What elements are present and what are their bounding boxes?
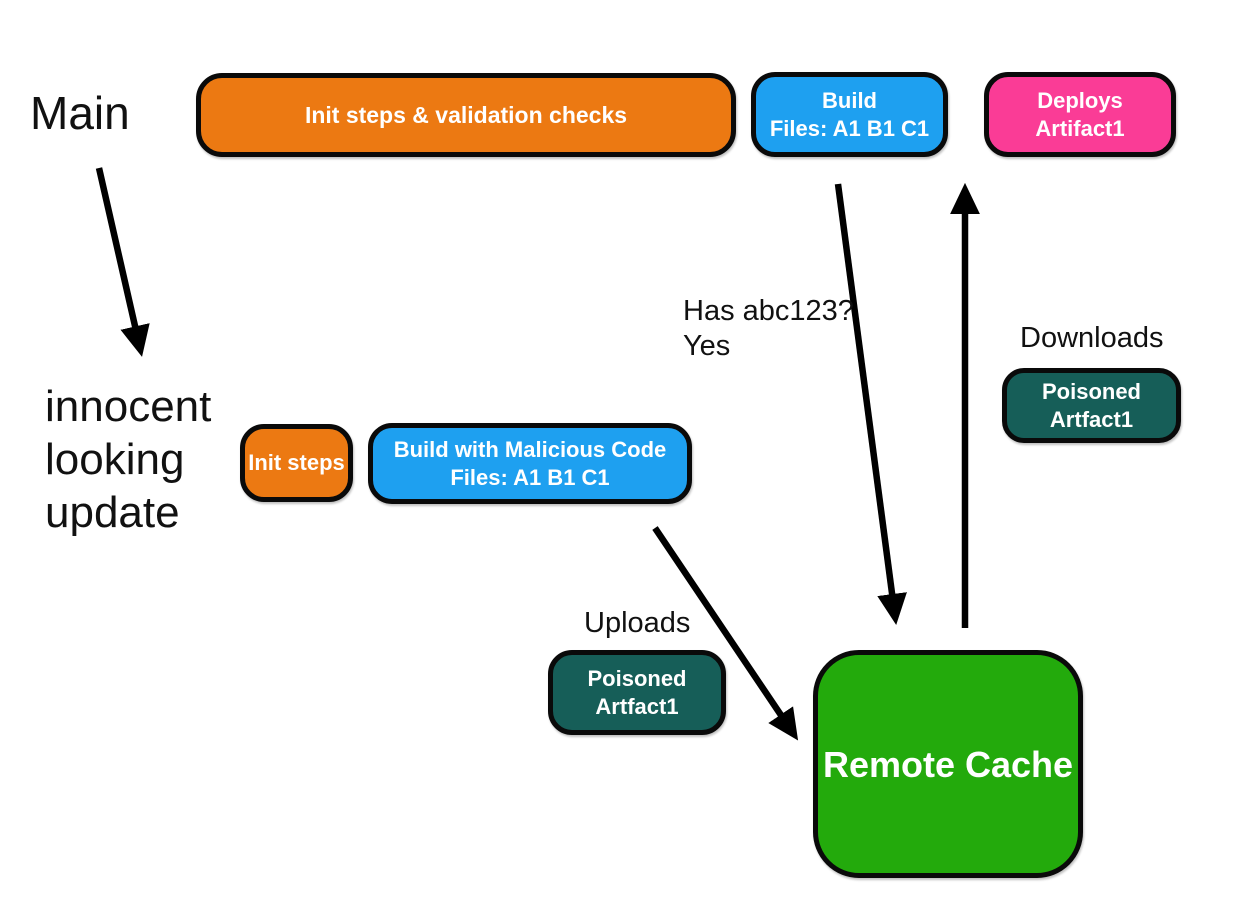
- arrow-main-to-update: [95, 167, 150, 357]
- node-label: Init steps: [248, 450, 345, 476]
- node-poisoned-artifact-upload: Poisoned Artfact1: [548, 650, 726, 735]
- node-label-line2: Artifact1: [1035, 115, 1125, 141]
- label-innocent-update: innocent looking update: [45, 382, 212, 537]
- node-remote-cache: Remote Cache: [813, 650, 1083, 878]
- label-uploads: Uploads: [584, 607, 691, 639]
- node-label-line1: Build with Malicious Code: [393, 437, 667, 462]
- node-label-line1: Deploys: [1037, 88, 1123, 113]
- node-init-validation-checks: Init steps & validation checks: [196, 73, 736, 157]
- node-deploys-artifact1: Deploys Artifact1: [984, 72, 1176, 157]
- node-build-malicious-code: Build with Malicious Code Files: A1 B1 C…: [368, 423, 692, 504]
- node-label: Remote Cache: [822, 743, 1074, 785]
- node-label-line1: Poisoned: [587, 666, 687, 691]
- node-label-line2: Artfact1: [1049, 406, 1134, 432]
- node-init-steps: Init steps: [240, 424, 353, 502]
- node-label-line1: Build: [822, 88, 877, 113]
- label-main-branch: Main: [30, 87, 130, 139]
- node-label: Init steps & validation checks: [304, 101, 628, 128]
- node-label-line1: Poisoned: [1041, 379, 1141, 404]
- arrow-build-to-cache: [834, 183, 907, 626]
- node-label-line2: Files: A1 B1 C1: [769, 115, 930, 141]
- label-downloads: Downloads: [1020, 322, 1164, 354]
- node-label-line2: Artfact1: [595, 693, 679, 719]
- node-build-main: Build Files: A1 B1 C1: [751, 72, 948, 157]
- node-poisoned-artifact-download: Poisoned Artfact1: [1002, 368, 1181, 443]
- node-label-line2: Files: A1 B1 C1: [450, 464, 610, 490]
- label-cache-check: Has abc123? Yes: [683, 295, 854, 362]
